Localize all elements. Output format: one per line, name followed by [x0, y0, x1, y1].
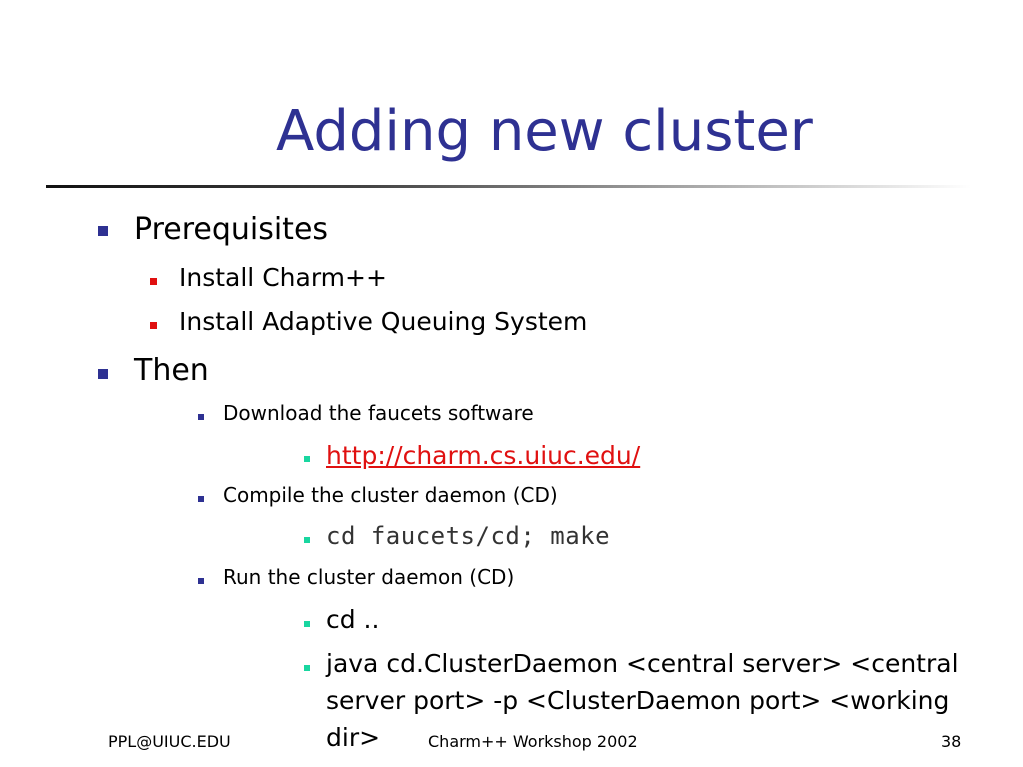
square-bullet-icon: [150, 322, 157, 329]
square-bullet-icon: [98, 369, 108, 379]
square-bullet-icon: [304, 665, 310, 671]
square-bullet-icon: [198, 496, 204, 502]
square-bullet-icon: [150, 278, 157, 285]
faucets-link[interactable]: http://charm.cs.uiuc.edu/: [326, 441, 641, 470]
footer-center: Charm++ Workshop 2002: [428, 732, 638, 751]
bullet-install-charm: Install Charm++: [179, 263, 387, 292]
bullet-then: Then: [134, 353, 209, 388]
square-bullet-icon: [198, 414, 204, 420]
java-command: java cd.ClusterDaemon <central server> <…: [326, 649, 959, 752]
title-divider: [46, 185, 971, 188]
square-bullet-icon: [198, 578, 204, 584]
page-number: 38: [941, 732, 962, 751]
compile-command: cd faucets/cd; make: [326, 522, 611, 550]
square-bullet-icon: [98, 226, 108, 236]
bullet-compile: Compile the cluster daemon (CD): [223, 483, 558, 507]
slide-title: Adding new cluster: [276, 99, 813, 164]
bullet-download: Download the faucets software: [223, 401, 534, 425]
bullet-install-aqs: Install Adaptive Queuing System: [179, 307, 588, 336]
bullet-run: Run the cluster daemon (CD): [223, 565, 515, 589]
bullet-prerequisites: Prerequisites: [134, 212, 329, 247]
square-bullet-icon: [304, 537, 310, 543]
cd-up-command: cd ..: [326, 605, 380, 634]
footer-left: PPL@UIUC.EDU: [108, 732, 231, 751]
square-bullet-icon: [304, 621, 310, 627]
square-bullet-icon: [304, 456, 310, 462]
